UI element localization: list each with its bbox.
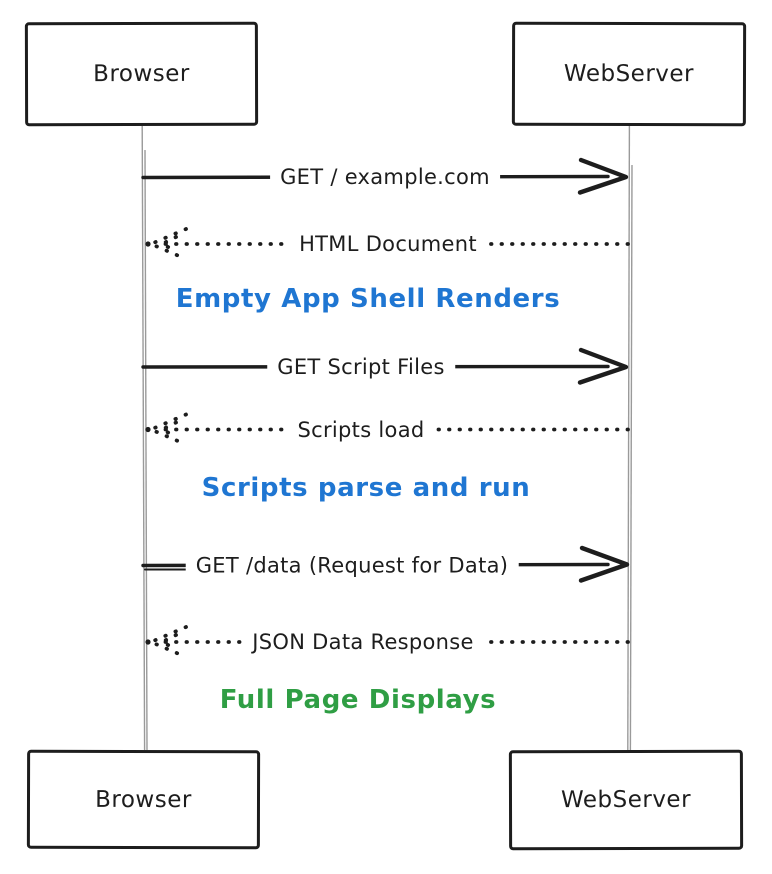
arrowhead-right-icon [578,545,630,583]
arrowhead-right-icon [577,157,629,195]
actor-label-webserver: WebServer [563,60,695,88]
dotted-arrowhead-left-icon [146,412,188,447]
actor-box-browser-top: Browser [24,21,259,127]
actor-label-webserver: WebServer [560,786,692,814]
message-label-json-response: JSON Data Response [242,628,484,656]
note-full-page-displays: Full Page Displays [213,685,503,715]
lifeline-browser [141,125,148,751]
message-label-scripts-load: Scripts load [287,415,435,444]
actor-box-browser-bottom: Browser [26,749,261,850]
actor-label-browser: Browser [93,60,190,88]
message-label-get-example: GET / example.com [270,163,500,191]
actor-label-browser: Browser [95,786,192,813]
message-label-html-document: HTML Document [289,230,487,258]
dotted-arrowhead-left-icon [146,625,188,659]
arrowhead-right-icon [577,347,629,385]
dotted-arrowhead-left-icon [146,227,188,261]
actor-box-webserver-top: WebServer [511,21,747,127]
note-scripts-parse: Scripts parse and run [195,473,537,503]
message-label-get-data: GET /data (Request for Data) [185,548,519,584]
message-label-get-scripts: GET Script Files [267,353,455,381]
actor-box-webserver-bottom: WebServer [508,749,744,851]
lifeline-webserver [627,125,633,751]
note-empty-app-shell: Empty App Shell Renders [169,284,567,314]
